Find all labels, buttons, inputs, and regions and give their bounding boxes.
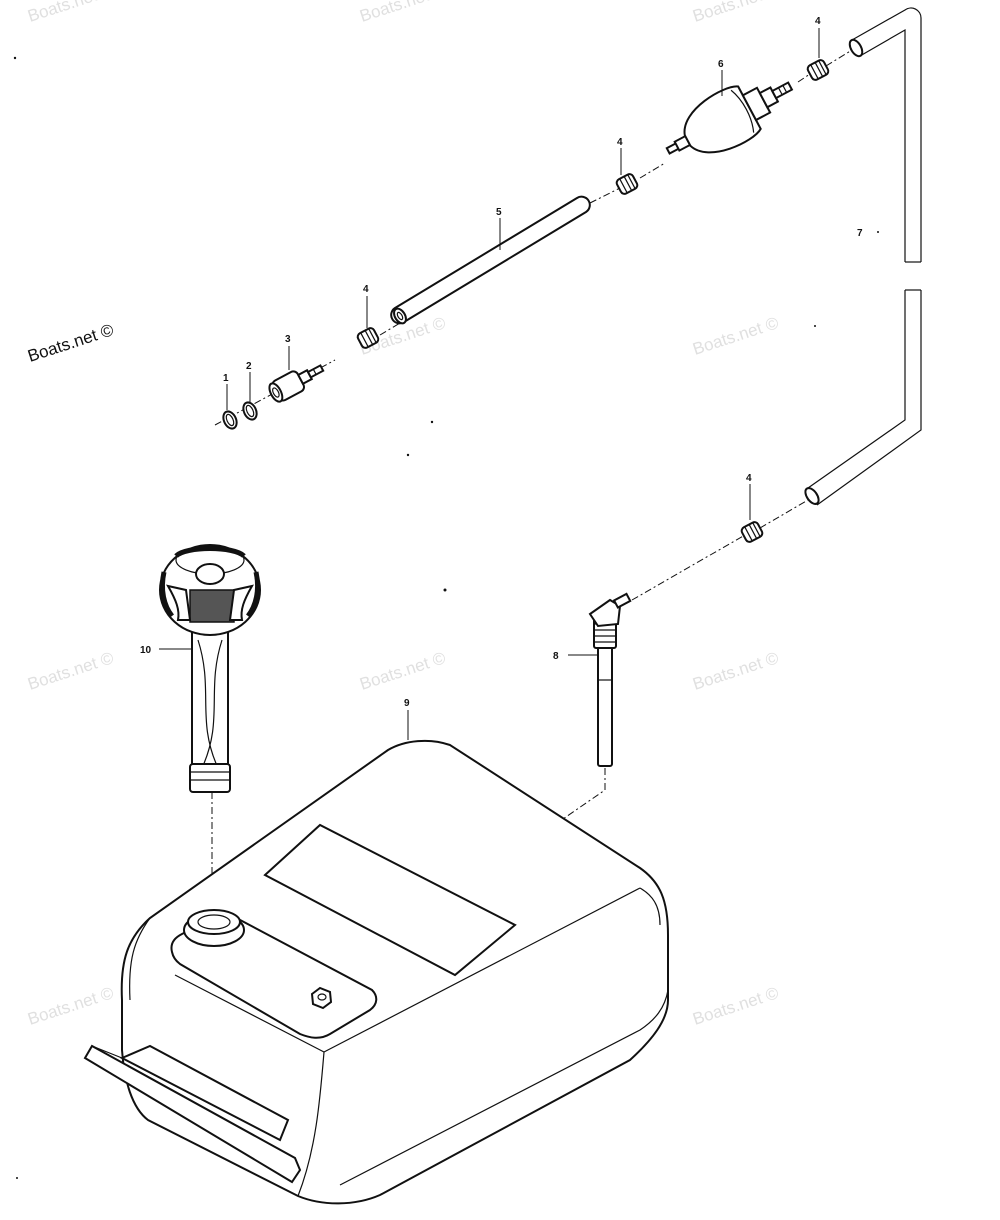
- label-part-6: 6: [718, 59, 724, 70]
- part-7-fuel-hose: [804, 7, 922, 506]
- leader-lines: [226, 28, 820, 656]
- part-4-hose-clamp: [356, 327, 380, 349]
- part-8-pickup-tube: [588, 592, 632, 767]
- watermark-text: Boats.net ©: [25, 648, 116, 694]
- part-6-primer-bulb: [665, 81, 794, 155]
- label-part-3: 3: [285, 334, 291, 345]
- watermark-text: Boats.net ©: [690, 313, 781, 359]
- label-part-1: 1: [223, 373, 229, 384]
- label-part-4: 4: [617, 137, 623, 148]
- part-4-hose-clamp: [740, 521, 764, 543]
- part-10-fuel-gauge: [159, 544, 261, 793]
- part-3-fuel-connector: [268, 364, 325, 403]
- scan-specks: [13, 56, 879, 1179]
- watermark-text: Boats.net ©: [25, 983, 116, 1029]
- label-part-9: 9: [404, 698, 410, 709]
- part-9-fuel-tank: [83, 710, 669, 1205]
- watermark-text: Boats.net ©: [357, 648, 448, 694]
- part-4-hose-clamp: [615, 173, 639, 195]
- watermark-text: Boats.net ©: [690, 983, 781, 1029]
- label-part-4: 4: [815, 16, 821, 27]
- part-labels: 1 2 3 4 4 4 4 5 6 7 8 9 10: [140, 16, 863, 709]
- label-part-2: 2: [246, 361, 252, 372]
- part-5-fuel-hose: [390, 195, 591, 325]
- part-1-o-ring: [222, 410, 238, 430]
- brand-watermark: Boats.net ©: [25, 320, 116, 366]
- label-part-5: 5: [496, 207, 502, 218]
- part-2-o-ring: [242, 401, 258, 421]
- watermark-text: Boats.net ©: [25, 0, 116, 26]
- label-part-4: 4: [363, 284, 369, 295]
- watermark-text: Boats.net ©: [357, 0, 448, 26]
- watermark-text: Boats.net ©: [690, 0, 781, 26]
- label-part-4: 4: [746, 473, 752, 484]
- label-part-8: 8: [553, 651, 559, 662]
- watermark-text: Boats.net ©: [690, 648, 781, 694]
- label-part-10: 10: [140, 645, 152, 656]
- part-4-hose-clamp: [806, 59, 830, 81]
- label-part-7: 7: [857, 228, 863, 239]
